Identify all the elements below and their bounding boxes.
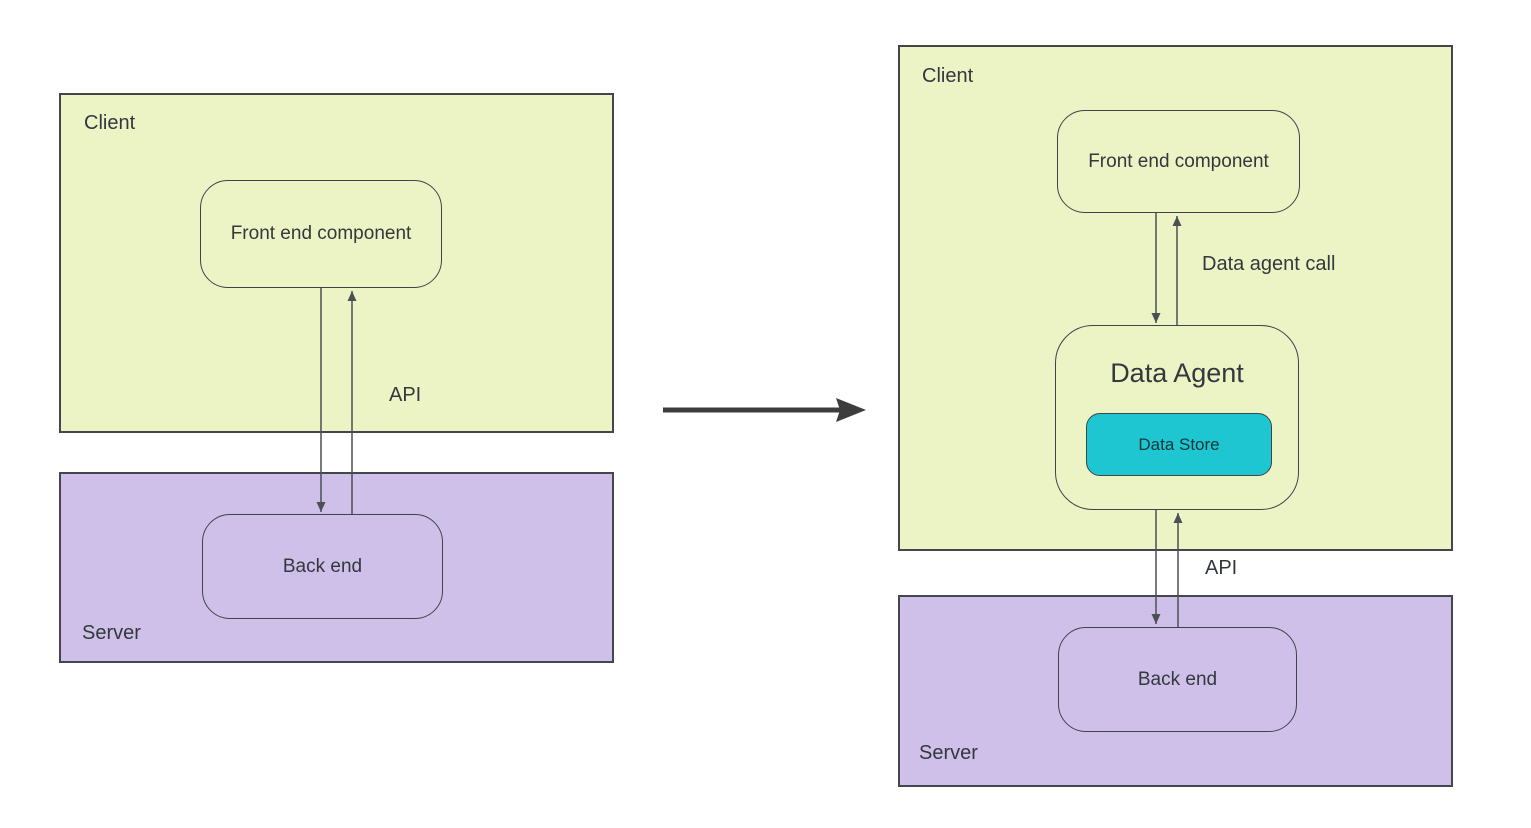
right-backend-node: Back end bbox=[1058, 627, 1297, 732]
right-backend-label: Back end bbox=[1137, 668, 1218, 690]
left-frontend-node: Front end component bbox=[200, 180, 442, 288]
data-agent-node: Data Agent Data Store bbox=[1055, 325, 1299, 510]
data-agent-call-label: Data agent call bbox=[1202, 253, 1336, 275]
data-agent-label: Data Agent bbox=[1110, 358, 1244, 388]
right-frontend-label: Front end component bbox=[1088, 150, 1269, 172]
left-api-label: API bbox=[389, 384, 422, 406]
left-backend-label: Back end bbox=[282, 555, 363, 577]
left-frontend-label: Front end component bbox=[230, 223, 412, 244]
data-store-label: Data Store bbox=[1138, 434, 1220, 454]
left-server-container: Server bbox=[59, 472, 614, 663]
left-backend-node: Back end bbox=[202, 514, 443, 619]
right-api-label: API bbox=[1205, 557, 1238, 579]
data-store-node: Data Store bbox=[1086, 413, 1272, 476]
left-server-label: Server bbox=[82, 622, 141, 644]
left-client-label: Client bbox=[84, 112, 136, 134]
right-frontend-node: Front end component bbox=[1057, 110, 1300, 213]
right-server-label: Server bbox=[919, 742, 978, 764]
transform-arrow-icon bbox=[663, 398, 866, 422]
right-client-label: Client bbox=[922, 65, 974, 87]
